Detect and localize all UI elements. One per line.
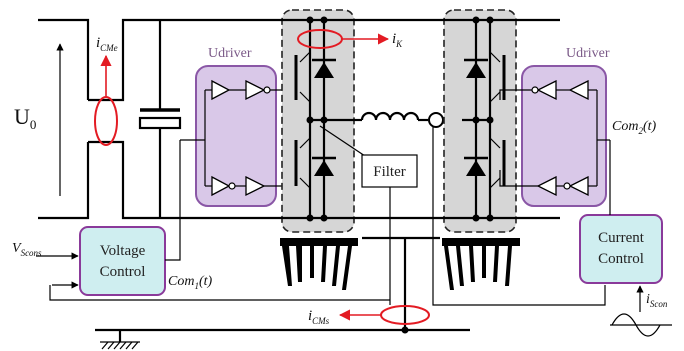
heatsink-left — [280, 238, 358, 290]
udriver-left-box — [195, 65, 277, 207]
udriver-right-buffers — [499, 79, 610, 197]
feedback-wire-right — [432, 126, 606, 306]
feedback-wire-left — [49, 285, 390, 301]
ik-label: iK — [392, 31, 403, 49]
dc-source — [38, 18, 275, 220]
voltage-control-box — [79, 226, 166, 296]
icme-probe — [94, 96, 118, 146]
u0-label: U0 — [14, 104, 36, 132]
voltage-control-label-1: Voltage — [100, 243, 146, 259]
icms-label: iCMs — [308, 308, 330, 326]
current-control-box — [579, 214, 663, 284]
udriver-left-label: Udriver — [208, 46, 252, 61]
vscons-label: VScons — [12, 241, 42, 258]
sine-source — [610, 313, 672, 337]
udriver-right-label: Udriver — [566, 46, 610, 61]
filter-box — [361, 154, 418, 188]
filter-leader — [319, 125, 369, 159]
voltage-control-label-2: Control — [100, 264, 146, 280]
ground-bus — [95, 328, 470, 350]
filter-label: Filter — [373, 164, 406, 180]
udriver-left-buffers — [180, 79, 301, 197]
com1-label: Com1(t) — [168, 274, 213, 291]
current-control-label-2: Control — [598, 251, 644, 267]
left-half-bridge — [275, 16, 440, 222]
udriver-right-box — [521, 65, 607, 207]
current-control-label-1: Current — [598, 230, 645, 246]
heatsink-right — [442, 238, 520, 290]
com2-label: Com2(t) — [612, 119, 657, 136]
right-half-bridge — [420, 16, 560, 222]
icme-label: iCMe — [96, 35, 118, 53]
iscon-label: iScon — [646, 292, 668, 309]
com1-wire — [165, 140, 181, 261]
dc-link-capacitor — [138, 20, 182, 218]
